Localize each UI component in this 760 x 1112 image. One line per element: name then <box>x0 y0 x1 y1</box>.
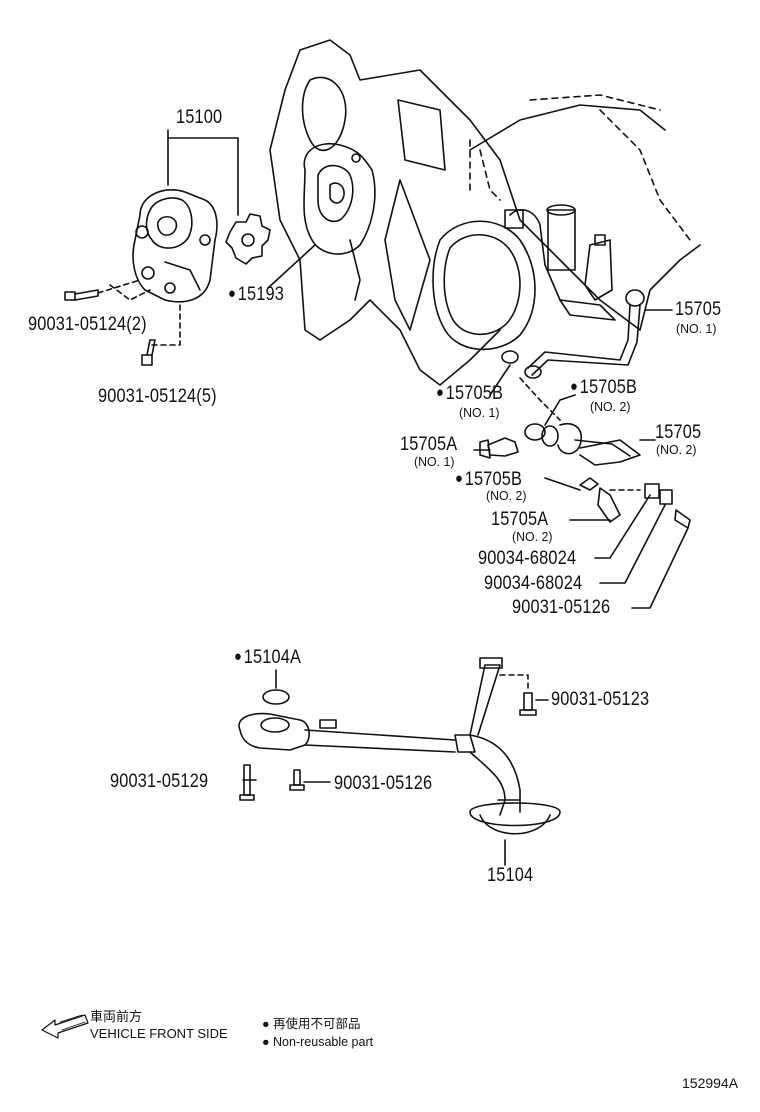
label-15705b-no1-sub: (NO. 1) <box>459 405 500 420</box>
label-90031-05126-a: 90031-05126 <box>512 597 611 618</box>
label-15705b-no2-b: 15705B <box>455 470 522 489</box>
leader-15193 <box>267 244 316 289</box>
label-90031-05124-2: 90031-05124(2) <box>28 314 147 335</box>
vehicle-front-arrow <box>41 1014 89 1039</box>
legend-front-en: VEHICLE FRONT SIDE <box>90 1026 228 1041</box>
oil-pump-15100-drawing <box>132 188 218 303</box>
crank-cover-drawing <box>432 204 616 351</box>
label-15705a-no1-sub: (NO. 1) <box>414 454 455 469</box>
label-15705-no2: 15705 <box>655 422 702 443</box>
label-90034-68024-b: 90034-68024 <box>484 573 583 594</box>
oil-pipe-15705-no1-drawing <box>501 289 645 379</box>
legend-front-jp: 車両前方 <box>90 1009 143 1024</box>
legend-nonreuse-jp: 再使用不可部品 <box>273 1017 361 1031</box>
label-90034-68024-a: 90034-68024 <box>478 548 577 569</box>
label-15705-no1: 15705 <box>675 299 722 320</box>
label-15100: 15100 <box>176 107 223 128</box>
label-15705a-no1: 15705A <box>400 434 458 455</box>
bullet-icon: ● <box>262 1035 274 1049</box>
label-15193: 15193 <box>228 285 284 304</box>
inner-rotor-drawing <box>225 213 271 265</box>
label-15705b-no2-a-sub: (NO. 2) <box>590 399 631 414</box>
legend-nonreuse-en-row: ● Non-reusable part <box>262 1036 373 1049</box>
legend-nonreuse-en: Non-reusable part <box>273 1035 374 1049</box>
lower-bolts-drawing <box>239 674 549 801</box>
timing-cover-outline <box>269 39 701 386</box>
leader-15100 <box>167 129 239 216</box>
label-90031-05129: 90031-05129 <box>110 771 209 792</box>
label-15104a: 15104A <box>234 648 301 667</box>
label-90031-05124-5: 90031-05124(5) <box>98 386 217 407</box>
label-15705b-no2-b-sub: (NO. 2) <box>486 488 527 503</box>
label-90031-05126-b: 90031-05126 <box>334 773 433 794</box>
label-15705-no2-sub: (NO. 2) <box>656 442 697 457</box>
label-90031-05123: 90031-05123 <box>551 689 650 710</box>
oil-strainer-15104-drawing <box>238 657 561 861</box>
label-15104: 15104 <box>487 865 534 886</box>
diagram-id: 152994A <box>682 1075 739 1091</box>
label-15705a-no2: 15705A <box>491 509 549 530</box>
bullet-icon: ● <box>262 1017 274 1031</box>
legend-nonreuse-jp-row: ● 再使用不可部品 <box>262 1018 361 1031</box>
label-15705b-no1: 15705B <box>436 384 503 403</box>
label-15705a-no2-sub: (NO. 2) <box>512 529 553 544</box>
o-ring-15104a-drawing <box>262 689 290 705</box>
label-15705-no1-sub: (NO. 1) <box>676 321 717 336</box>
label-15705b-no2-a: 15705B <box>570 378 637 397</box>
gasket-15193-drawing <box>303 143 376 255</box>
bolts-90031-05124-drawing <box>64 279 181 366</box>
